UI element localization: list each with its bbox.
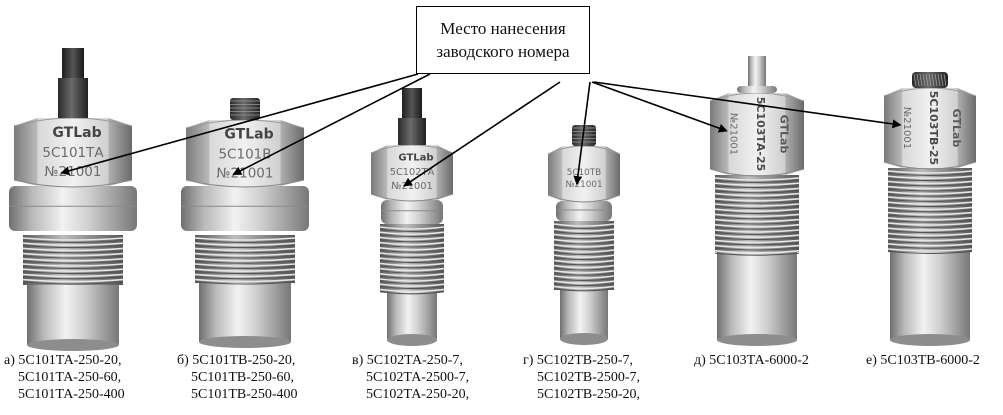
sensor-engraving: GTLab 5С101ТА №21001 [42,125,104,180]
sensor-engraving: GTLab 5С102ТА №21001 [390,152,435,192]
sensor-thread [714,175,800,256]
sensor-c: GTLab 5С102ТА №21001 [370,88,454,346]
sensors-layer: GTLab5С101ТА№21001GTLab5С101В№21001GTLab… [9,48,977,351]
engraving-model: 5С101В [218,146,271,162]
sensor-hex-nut [185,119,305,188]
callout-arrow-b [232,73,431,176]
sensor-hex-nut [547,145,621,203]
caption-line: 5С102ТВ-2500-7, [537,370,641,385]
caption-line: б) 5С101ТВ-250-20, [177,353,296,368]
caption-line: г) 5С102ТВ-250-7, [523,353,633,368]
sensor-b: GTLab 5С101В №21001 [181,98,309,348]
serial-location-callout: Место нанесения заводского номера [416,6,590,74]
sensor-body-bottom [717,334,797,346]
sensor-connector [58,48,88,118]
sensor-a: GTLab 5С101ТА №21001 [9,48,137,351]
sensor-collar [181,186,309,231]
sensor-f: №21001 5С103ТВ-25 GTLab [883,72,977,346]
callout-arrow-f [593,81,902,129]
engraving-serial: №21001 [45,164,102,180]
caption-line: е) 5С103ТВ-6000-2 [866,353,980,368]
caption-line: 5С101ТВ-250-60, [191,370,295,385]
engraving-model: 5С101ТА [42,145,104,161]
caption-sensor-c: в) 5С102ТА-250-7, 5С102ТА-2500-7, 5С102Т… [352,352,469,403]
sensor-collar [9,186,137,231]
engraving-serial: №21001 [728,113,739,155]
callout-arrow-d [573,81,591,186]
engraving-logo: GTLab [398,152,433,163]
caption-sensor-b: б) 5С101ТВ-250-20, 5С101ТВ-250-60, 5С101… [177,352,298,403]
callout-arrow-e [591,81,728,133]
callout-line-1: Место нанесения [440,19,566,38]
sensor-body-bottom [199,336,291,348]
sensor-body [199,283,291,342]
engraving-logo: GTLab [778,115,791,154]
engraving-model: 5С103ТА-25 [754,97,767,172]
sensor-engraving: 5С10ТВ №21001 [565,168,602,190]
sensor-hex-nut [709,92,805,177]
engraving-logo: GTLab [224,126,273,142]
sensor-body [717,252,797,340]
engraving-serial: №21001 [391,181,433,192]
caption-sensor-a: а) 5С101ТА-250-20, 5С101ТА-250-60, 5С101… [4,352,125,403]
sensor-collar [381,200,443,224]
sensor-connector [912,72,948,88]
sensor-body [560,290,608,339]
caption-sensor-f: е) 5С103ТВ-6000-2 [866,352,980,369]
sensor-e: №21001 5С103ТА-25 GTLab [709,56,805,346]
sensor-thread [22,235,124,285]
sensor-body-bottom [560,333,608,345]
engraving-model: 5С103ТВ-25 [927,91,940,165]
engraving-model: 5С102ТА [390,167,435,178]
sensor-connector [230,98,260,120]
engraving-serial: №21001 [901,107,912,149]
sensor-thread [194,235,296,285]
sensor-thread [887,168,973,254]
sensor-connector [398,88,426,145]
sensor-thread [553,221,615,292]
caption-line: а) 5С101ТА-250-20, [4,353,122,368]
sensor-d: 5С10ТВ №21001 [547,125,621,345]
caption-line: 5С102ТА-250-20, [366,387,470,402]
sensor-body-bottom [27,339,119,351]
sensor-engraving: GTLab 5С101В №21001 [217,126,274,181]
sensor-body [27,285,119,345]
sensor-body-bottom [387,334,437,346]
caption-sensor-d: г) 5С102ТВ-250-7, 5С102ТВ-2500-7, 5С102Т… [523,352,640,403]
sensor-hex-nut [13,117,133,188]
sensor-engraving: №21001 5С103ТА-25 GTLab [728,97,791,172]
sensor-hex-nut [883,87,977,170]
engraving-logo: GTLab [950,109,963,148]
engraving-model: 5С10ТВ [567,168,601,178]
caption-line: в) 5С102ТА-250-7, [352,353,463,368]
engraving-serial: №21001 [565,180,602,190]
sensor-connector [737,56,777,93]
callout-arrows [60,73,902,187]
callout-arrow-c [403,81,561,187]
sensor-collar [556,201,612,221]
engraving-logo: GTLab [52,125,101,141]
sensor-body [387,292,437,340]
sensor-engraving: №21001 5С103ТВ-25 GTLab [901,91,963,165]
caption-line: 5С101ТВ-250-400 [191,387,298,402]
sensor-body-bottom [890,334,970,346]
caption-sensor-e: д) 5С103ТА-6000-2 [694,352,809,369]
caption-line: д) 5С103ТА-6000-2 [694,353,809,368]
callout-line-2: заводского номера [436,42,570,61]
caption-line: 5С101ТА-250-60, [18,370,122,385]
caption-line: 5С101ТА-250-400 [18,387,125,402]
engraving-serial: №21001 [217,165,274,181]
sensor-body [890,252,970,340]
caption-line: 5С102ТВ-250-20, [537,387,641,402]
sensor-thread [379,224,445,295]
caption-line: 5С102ТА-2500-7, [366,370,470,385]
callout-arrow-a [60,73,419,176]
